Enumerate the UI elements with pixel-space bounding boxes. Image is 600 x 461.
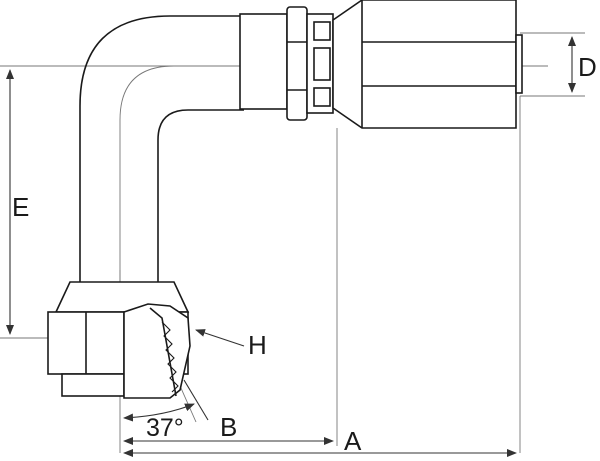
socket-assembly [239,0,523,129]
h-leader [195,329,245,347]
dimension-lines [6,36,576,457]
cone-seat [149,307,177,397]
ferrule-end-ring [515,34,523,94]
tube-centerline-curve [119,65,175,282]
neck-window-mid [313,47,331,81]
angle-arc [123,403,195,422]
cutaway-section [123,303,191,399]
tube-outer-wall [79,15,244,282]
thread-profile [161,321,179,393]
label-E: E [12,192,30,222]
b-leader [183,379,209,421]
neck-window-bottom [313,87,331,107]
swivel-nut-assembly [47,281,191,399]
elbow-tube [79,15,244,282]
label-H: H [248,330,267,360]
label-B: B [220,412,238,442]
label-A: A [344,426,362,456]
nipple-shoulder [61,373,125,397]
hex-nut-right [286,6,308,121]
label-D: D [578,52,597,82]
neck-window-top [313,21,331,41]
socket-collar [239,13,288,110]
tube-inner-wall [157,109,244,282]
label-angle: 37° [146,414,184,442]
ferrule-body [332,0,517,129]
